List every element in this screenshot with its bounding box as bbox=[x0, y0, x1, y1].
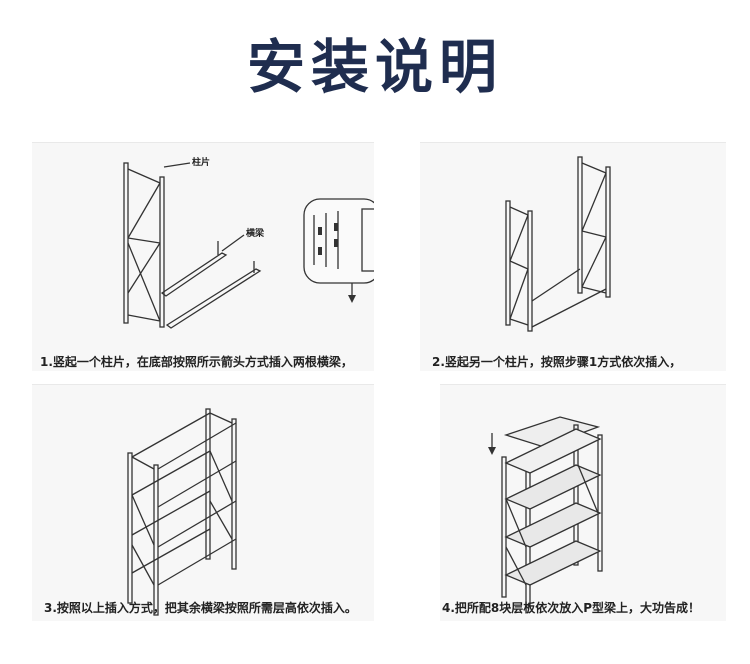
page-title: 安装说明 bbox=[246, 33, 503, 101]
step-2-caption: 2.竖起另一个柱片，按照步骤1方式依次插入， bbox=[432, 355, 682, 369]
step-1-caption: 1.竖起一个柱片，在底部按照所示箭头方式插入两根横梁， bbox=[40, 355, 353, 369]
step-4-illustration bbox=[488, 416, 603, 606]
step-1-illustration bbox=[123, 162, 374, 329]
step-2-panel: 2.竖起另一个柱片，按照步骤1方式依次插入， bbox=[420, 142, 726, 371]
step-4-caption: 4.把所配8块层板依次放入P型梁上，大功告成！ bbox=[442, 601, 701, 615]
step-4-panel: 4.把所配8块层板依次放入P型梁上，大功告成！ bbox=[440, 384, 726, 621]
step-1-panel: 柱片 横梁 1.竖起一个柱片，在底部按照所示箭头方式插入两根横梁， bbox=[32, 142, 374, 371]
step-3-caption: 3.按照以上插入方式，把其余横梁按照所需层高依次插入。 bbox=[44, 601, 357, 615]
step-3-illustration bbox=[127, 408, 237, 616]
step-2-illustration bbox=[505, 156, 611, 332]
step-3-panel: 3.按照以上插入方式，把其余横梁按照所需层高依次插入。 bbox=[32, 384, 374, 621]
beam-label: 横梁 bbox=[246, 229, 265, 239]
post-label: 柱片 bbox=[192, 158, 211, 168]
